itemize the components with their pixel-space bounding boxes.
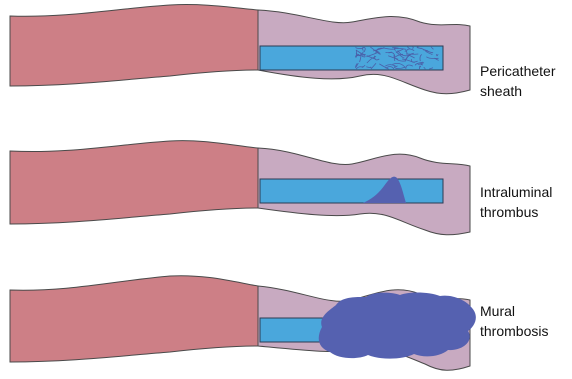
label-line: thrombus <box>480 202 552 222</box>
catheter <box>260 46 443 70</box>
label-pericatheter-sheath: Pericatheter sheath <box>480 61 555 101</box>
panel-pericatheter <box>10 5 470 94</box>
mural-thrombus <box>319 292 476 358</box>
label-line: Pericatheter <box>480 61 555 81</box>
label-line: Mural <box>480 301 548 321</box>
label-line: sheath <box>480 81 555 101</box>
vessel-segment <box>10 5 258 86</box>
panel-mural <box>10 276 476 371</box>
label-line: thrombosis <box>480 321 548 341</box>
vessel-segment <box>10 276 258 362</box>
label-line: Intraluminal <box>480 182 552 202</box>
panel-intraluminal <box>10 141 470 235</box>
catheter <box>260 179 443 203</box>
label-intraluminal-thrombus: Intraluminal thrombus <box>480 182 552 222</box>
label-mural-thrombosis: Mural thrombosis <box>480 301 548 341</box>
vessel-segment <box>10 141 258 224</box>
